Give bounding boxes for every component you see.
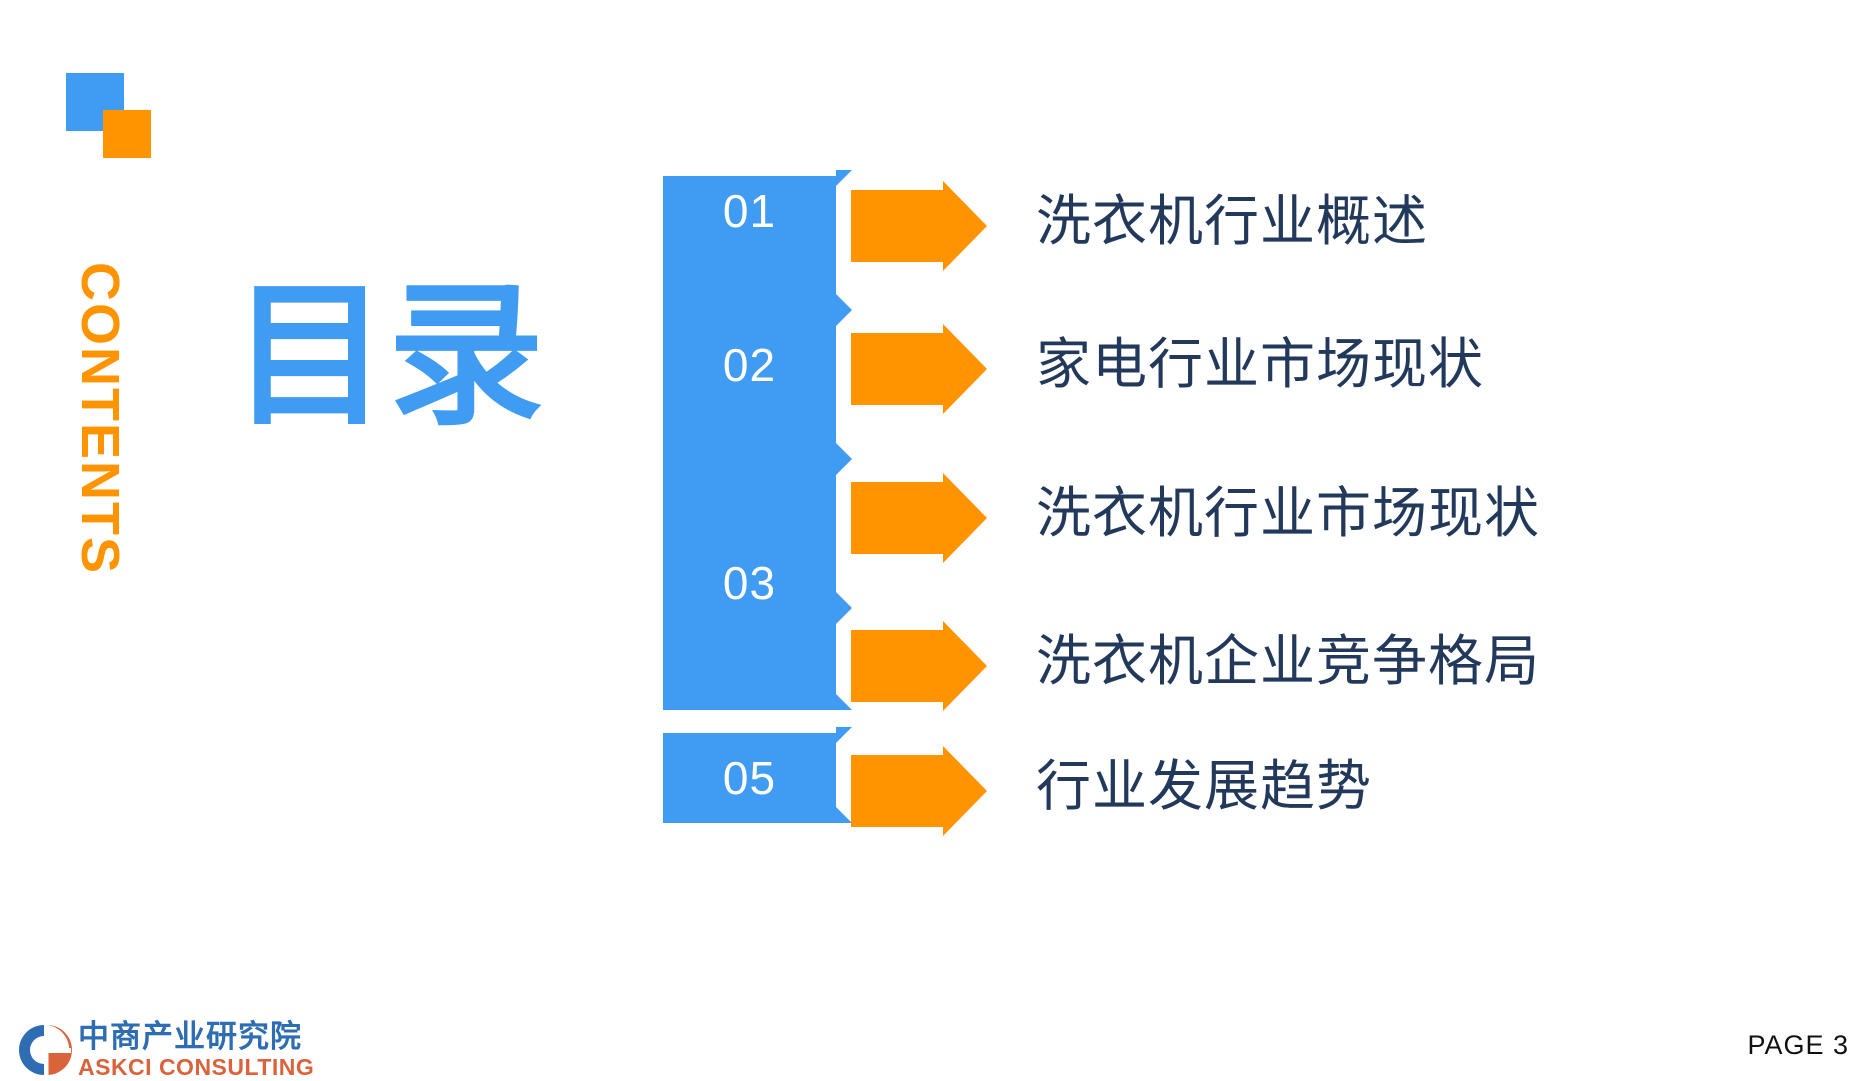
arrow-shaft xyxy=(851,482,943,554)
decor-square-orange xyxy=(103,110,151,158)
ribbon-tab-bottom-2 xyxy=(836,443,852,459)
ribbon-tab-bottom-3 xyxy=(836,592,852,608)
footer-logo: 中商产业研究院 ASKCI CONSULTING xyxy=(16,1020,316,1081)
arrow-head-icon xyxy=(943,181,987,271)
arrow-shaft xyxy=(851,333,943,405)
ribbon-tab-bottom-4 xyxy=(836,694,852,710)
ribbon-tab-bottom-5 xyxy=(836,807,852,823)
ribbon-tab-top-5 xyxy=(836,727,852,743)
contents-item-label-5[interactable]: 行业发展趋势 xyxy=(1036,755,1373,817)
contents-english-title: CONTENTS xyxy=(70,262,130,575)
logo-chinese-name: 中商产业研究院 xyxy=(78,1019,302,1054)
arrow-shaft xyxy=(851,630,943,702)
item-number-1: 01 xyxy=(722,185,777,237)
arrow-head-icon xyxy=(943,746,987,836)
ribbon-tab-top-3 xyxy=(836,459,852,475)
page-title: 目录 xyxy=(232,270,544,444)
contents-item-label-3[interactable]: 洗衣机行业市场现状 xyxy=(1036,482,1541,544)
arrow-head-icon xyxy=(943,621,987,711)
ribbon-tab-bottom-1 xyxy=(836,294,852,310)
ribbon-tab-top-2 xyxy=(836,310,852,326)
arrow-head-icon xyxy=(943,324,987,414)
item-number-2: 02 xyxy=(722,339,777,391)
arrow-head-icon xyxy=(943,473,987,563)
logo-wordmark: 中商产业研究院 ASKCI CONSULTING xyxy=(78,1019,318,1081)
page-number: PAGE 3 xyxy=(1747,1030,1849,1060)
contents-item-label-2[interactable]: 家电行业市场现状 xyxy=(1036,333,1485,395)
logo-english-name: ASKCI CONSULTING xyxy=(78,1054,315,1080)
contents-item-label-4[interactable]: 洗衣机企业竞争格局 xyxy=(1036,630,1541,692)
arrow-shaft xyxy=(851,755,943,827)
askci-circle-logo-icon xyxy=(19,1025,72,1075)
arrow-shaft xyxy=(851,190,943,262)
ribbon-tab-top-1 xyxy=(836,170,852,186)
ribbon-tab-top-4 xyxy=(836,608,852,624)
contents-item-label-1[interactable]: 洗衣机行业概述 xyxy=(1036,190,1429,252)
item-number-5: 05 xyxy=(722,752,777,804)
item-number-4: 03 xyxy=(722,557,777,609)
ribbon-panel-row5 xyxy=(663,733,836,823)
ribbon-panel-main xyxy=(663,176,836,710)
